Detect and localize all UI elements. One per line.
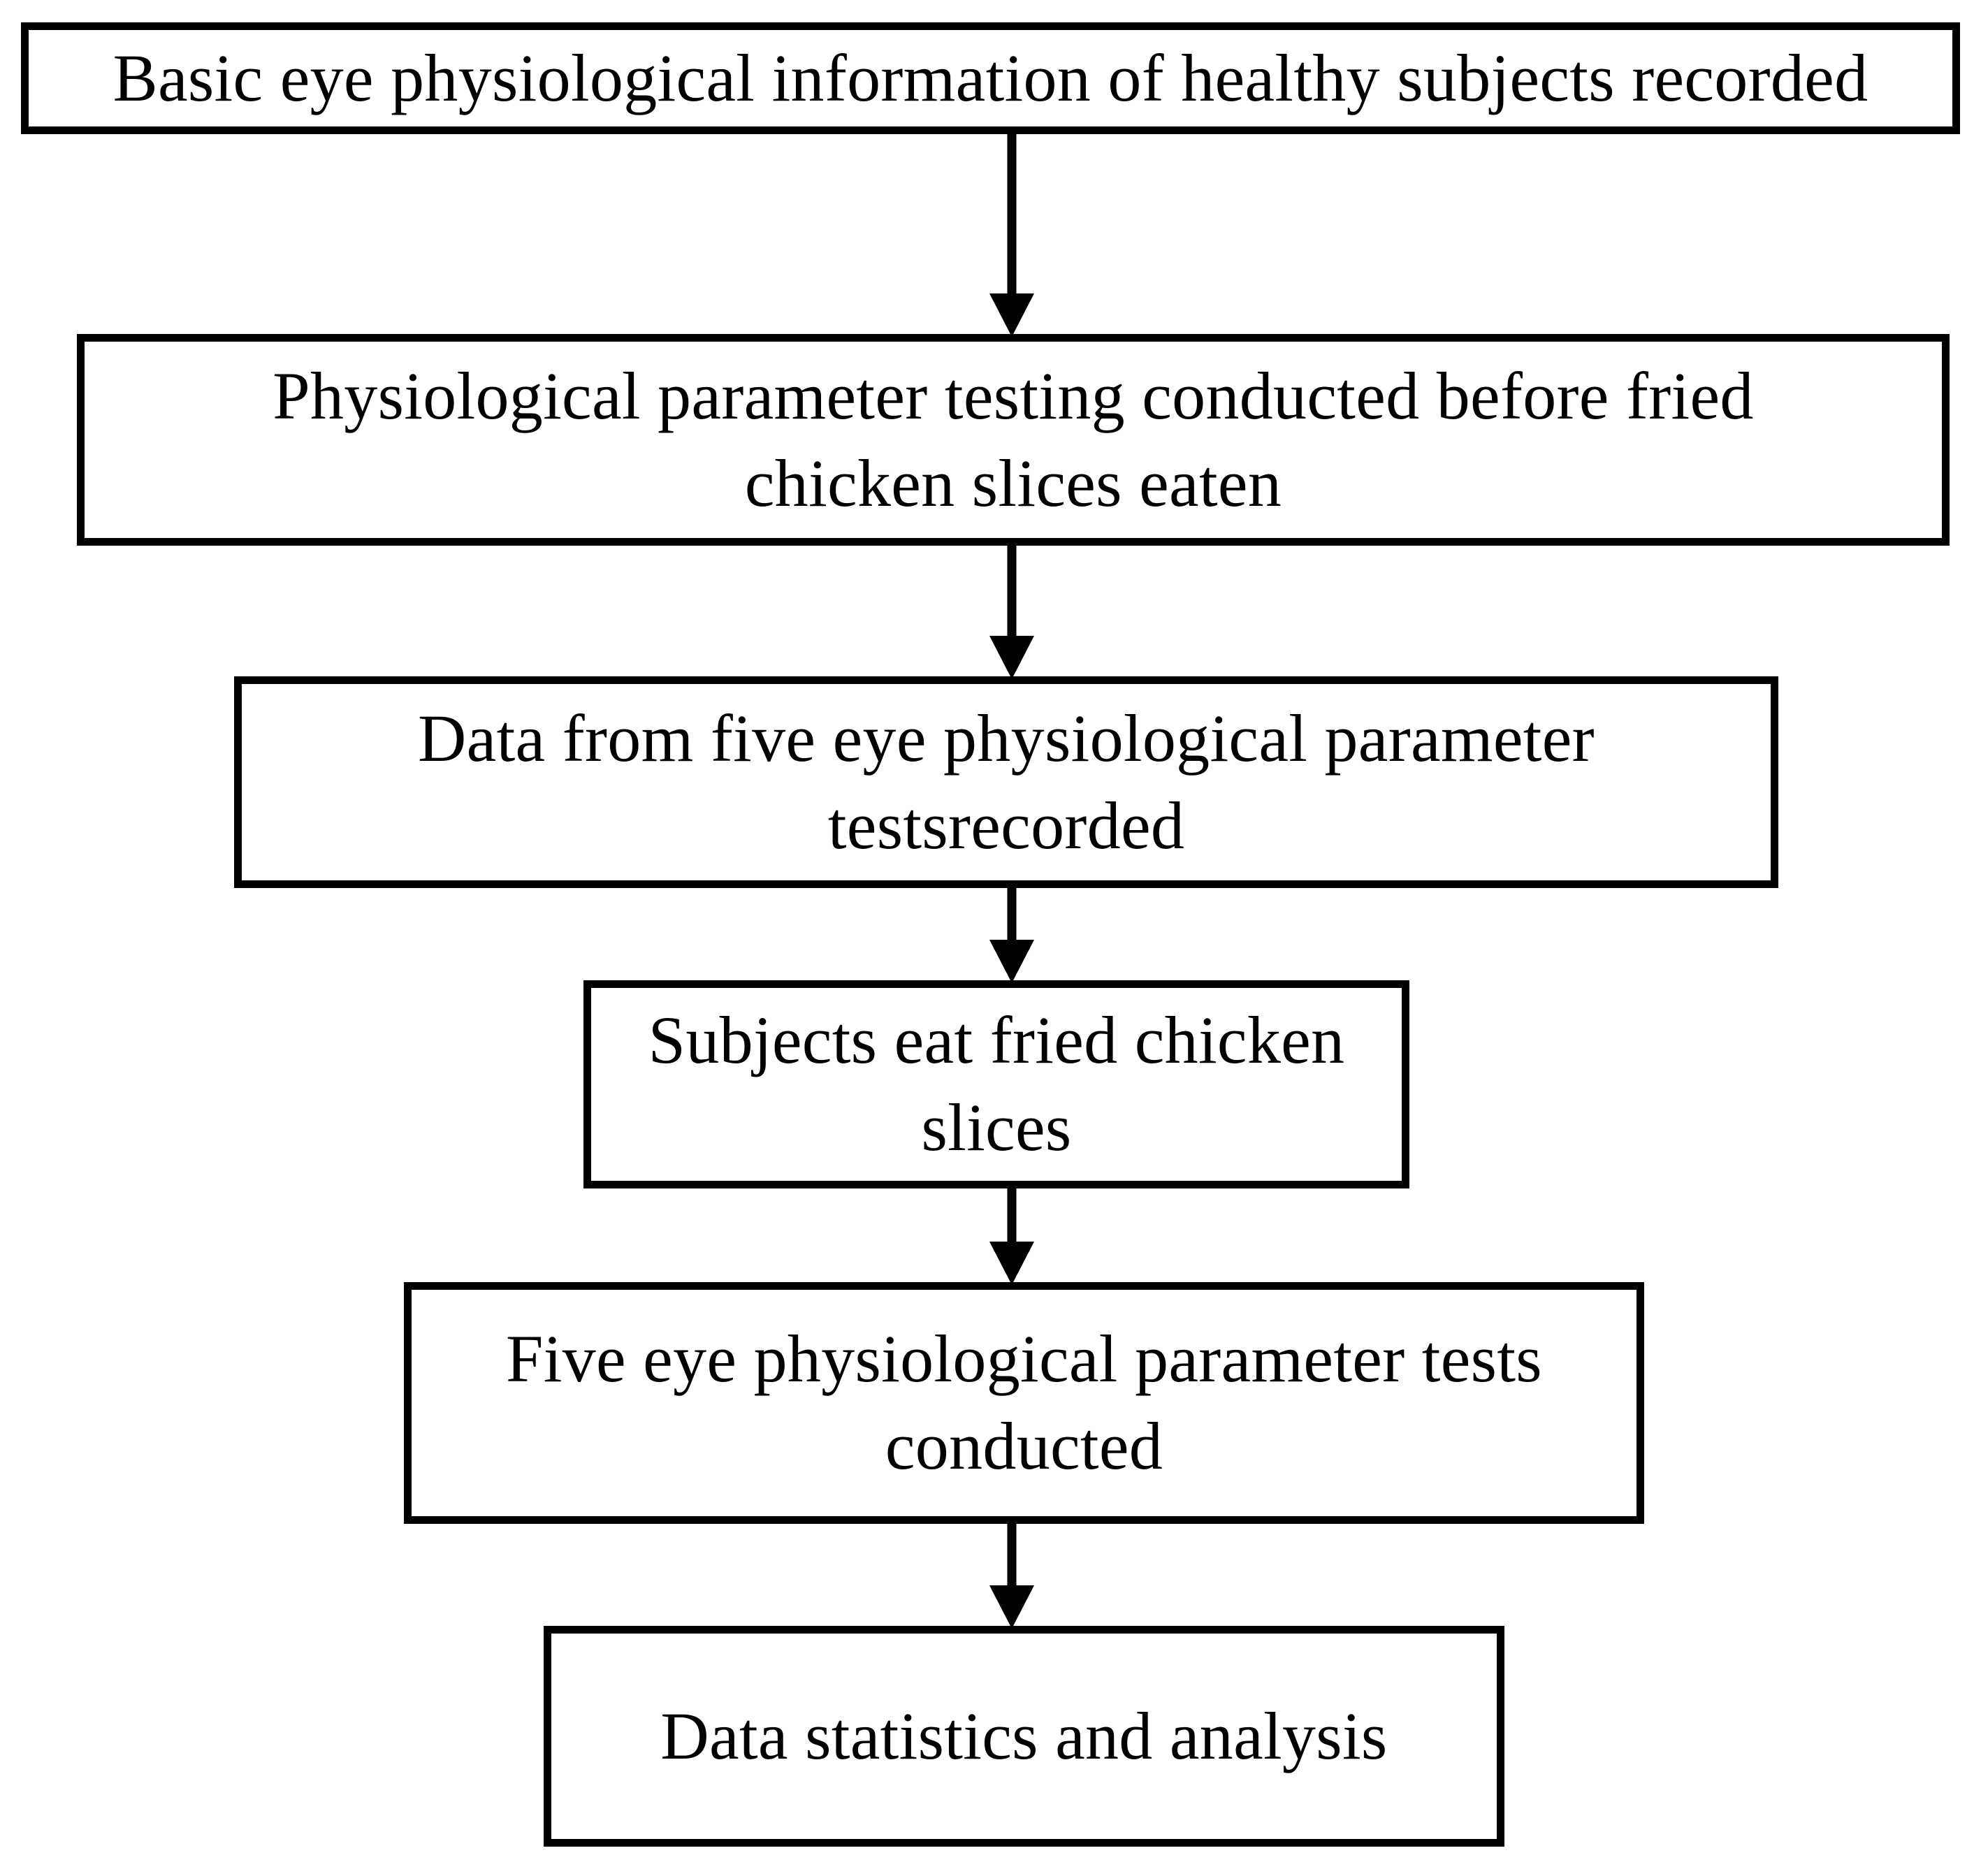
flowchart-node-4[interactable]: Subjects eat fried chicken slices — [583, 980, 1409, 1188]
flowchart-arrow-4-5 — [980, 1187, 1043, 1285]
flowchart-arrow-3-4 — [980, 887, 1043, 983]
flowchart-node-1-label: Basic eye physiological information of h… — [113, 40, 1868, 115]
flowchart-node-4-label: Subjects eat fried chicken slices — [648, 1003, 1345, 1165]
flowchart-node-6[interactable]: Data statistics and analysis — [544, 1626, 1504, 1847]
flowchart-node-6-label: Data statistics and analysis — [660, 1698, 1388, 1773]
flowchart-node-2[interactable]: Physiological parameter testing conducte… — [77, 334, 1950, 546]
flowchart-arrow-2-3 — [980, 544, 1043, 679]
flowchart-node-5-label: Five eye physiological parameter tests c… — [506, 1321, 1542, 1483]
flowchart-arrow-1-2 — [980, 133, 1043, 337]
flowchart-node-1[interactable]: Basic eye physiological information of h… — [21, 22, 1960, 134]
flowchart-node-3-label: Data from five eye physiological paramet… — [418, 700, 1595, 863]
flowchart-node-5[interactable]: Five eye physiological parameter tests c… — [404, 1282, 1644, 1524]
flowchart-node-2-label: Physiological parameter testing conducte… — [273, 358, 1754, 521]
flowchart-arrow-5-6 — [980, 1522, 1043, 1629]
flowchart-node-3[interactable]: Data from five eye physiological paramet… — [234, 676, 1778, 888]
